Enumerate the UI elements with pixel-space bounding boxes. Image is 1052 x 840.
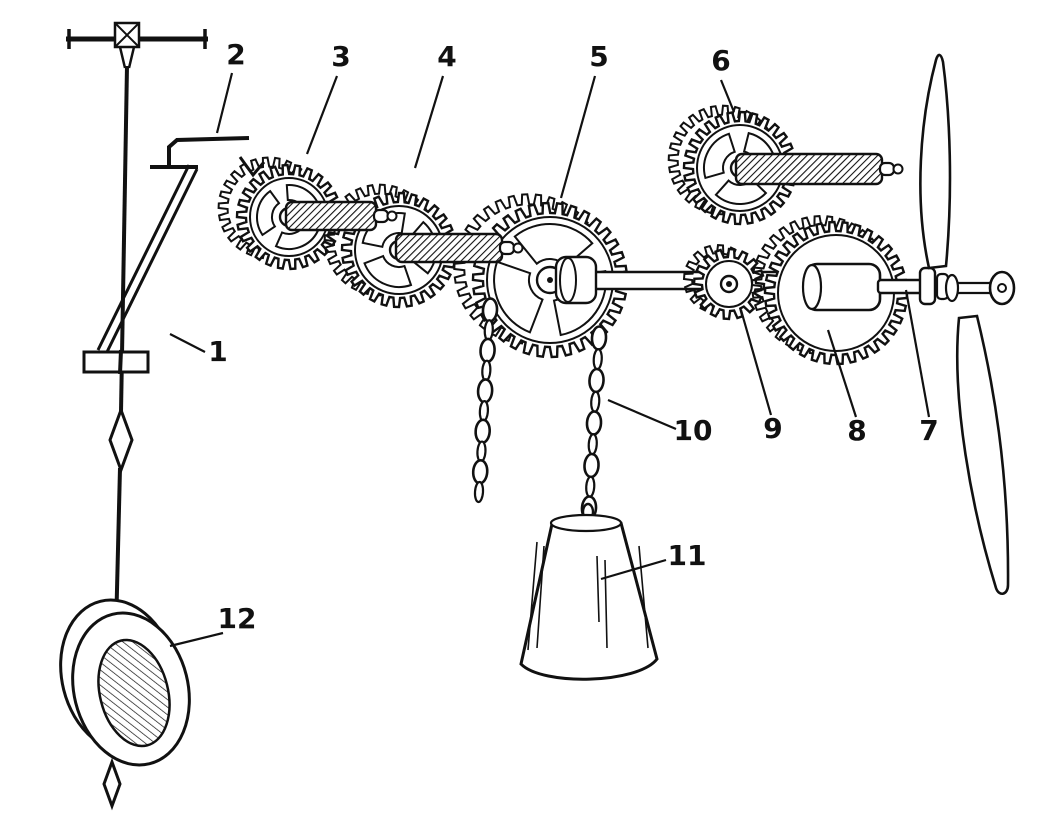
chain-link (590, 390, 601, 413)
bob-tip (102, 757, 122, 811)
great-chain-wheel-spoke-cutout (493, 260, 544, 334)
top-wheel-spoke-cutout (703, 132, 736, 180)
chain-link (590, 325, 608, 351)
leader-line-5 (559, 75, 597, 199)
leader-line-11 (600, 558, 667, 581)
labels: 1 2 3 4 5 6 7 8 9 10 11 12 (169, 38, 939, 648)
chain-link (585, 410, 603, 436)
weight-assembly (519, 502, 659, 681)
great-wheel-hub-face (559, 257, 577, 303)
label-11: 11 (668, 539, 707, 572)
crutch-fork (82, 350, 150, 374)
leader-line-4 (413, 75, 445, 169)
chain-link (479, 337, 496, 364)
rod-through-fork (118, 349, 123, 375)
chain-link (481, 297, 499, 323)
escape-wheel-pinion-arbor (284, 200, 398, 232)
chain-link (587, 433, 598, 456)
crutch-rod-edge-b (104, 168, 199, 355)
chain-link (476, 378, 494, 404)
chain-left-strand (471, 297, 499, 504)
crutch-rod-edge-a (96, 164, 191, 351)
drive-pinion-gear (682, 244, 766, 321)
chain-link (474, 418, 491, 445)
end-disc-hole (997, 283, 1007, 293)
leader-line-6 (719, 79, 736, 113)
weight-body (519, 517, 659, 681)
label-7: 7 (919, 414, 938, 447)
barrel-left-cap (801, 263, 823, 311)
fly-hub (944, 273, 960, 303)
shaft-collar-large (918, 266, 937, 306)
chain-link (476, 440, 487, 463)
suspension-block-brace-b (114, 22, 140, 48)
pendulum-assembly (66, 21, 266, 631)
leader-line-12 (169, 631, 224, 648)
chain-link (478, 400, 490, 423)
label-12: 12 (218, 602, 257, 635)
suspension-spring (118, 46, 136, 69)
fly-blade-upper (919, 53, 952, 270)
weight-shading (527, 541, 649, 651)
chain-link (585, 475, 596, 498)
fly-blade-lower (956, 314, 1010, 595)
leader-line-2 (215, 72, 234, 134)
escape-wheel-spoke-cutout (256, 189, 281, 237)
pendulum-bob (59, 598, 191, 811)
intermediate-wheel-pinion-arbor (394, 232, 524, 264)
top-wheel-pinion-arbor (734, 152, 904, 186)
chain-link (592, 348, 603, 371)
chain-right-strand (580, 325, 608, 521)
label-10: 10 (674, 414, 713, 447)
crutch-bracket (167, 136, 250, 167)
leader-line-10 (607, 398, 677, 431)
leader-line-3 (305, 75, 339, 155)
rod-regulator (108, 405, 134, 475)
label-1: 1 (208, 335, 227, 368)
intermediate-wheel-spoke-cutout (363, 254, 413, 288)
leader-line-9 (739, 309, 773, 416)
chain-link (483, 319, 494, 342)
label-6: 6 (711, 44, 730, 77)
leader-line-1 (169, 333, 206, 353)
barrel-and-fly (801, 53, 1016, 595)
great-chain-wheel-spoke-cutout (513, 223, 594, 268)
label-2: 2 (226, 38, 245, 71)
bob-center-hatched (97, 638, 171, 748)
gear-train (217, 104, 909, 521)
label-4: 4 (437, 40, 456, 73)
chain-link (473, 480, 485, 504)
label-9: 9 (763, 412, 782, 445)
label-8: 8 (847, 414, 866, 447)
leader-line-8 (826, 329, 858, 418)
fly-shaft (876, 278, 926, 295)
chain-link (588, 367, 605, 394)
label-5: 5 (589, 40, 608, 73)
weight-top-face (549, 513, 623, 533)
chain-link (471, 458, 489, 485)
leader-line-7 (904, 289, 931, 418)
chain-link (583, 452, 600, 479)
chain-link (481, 359, 492, 382)
label-3: 3 (331, 40, 350, 73)
